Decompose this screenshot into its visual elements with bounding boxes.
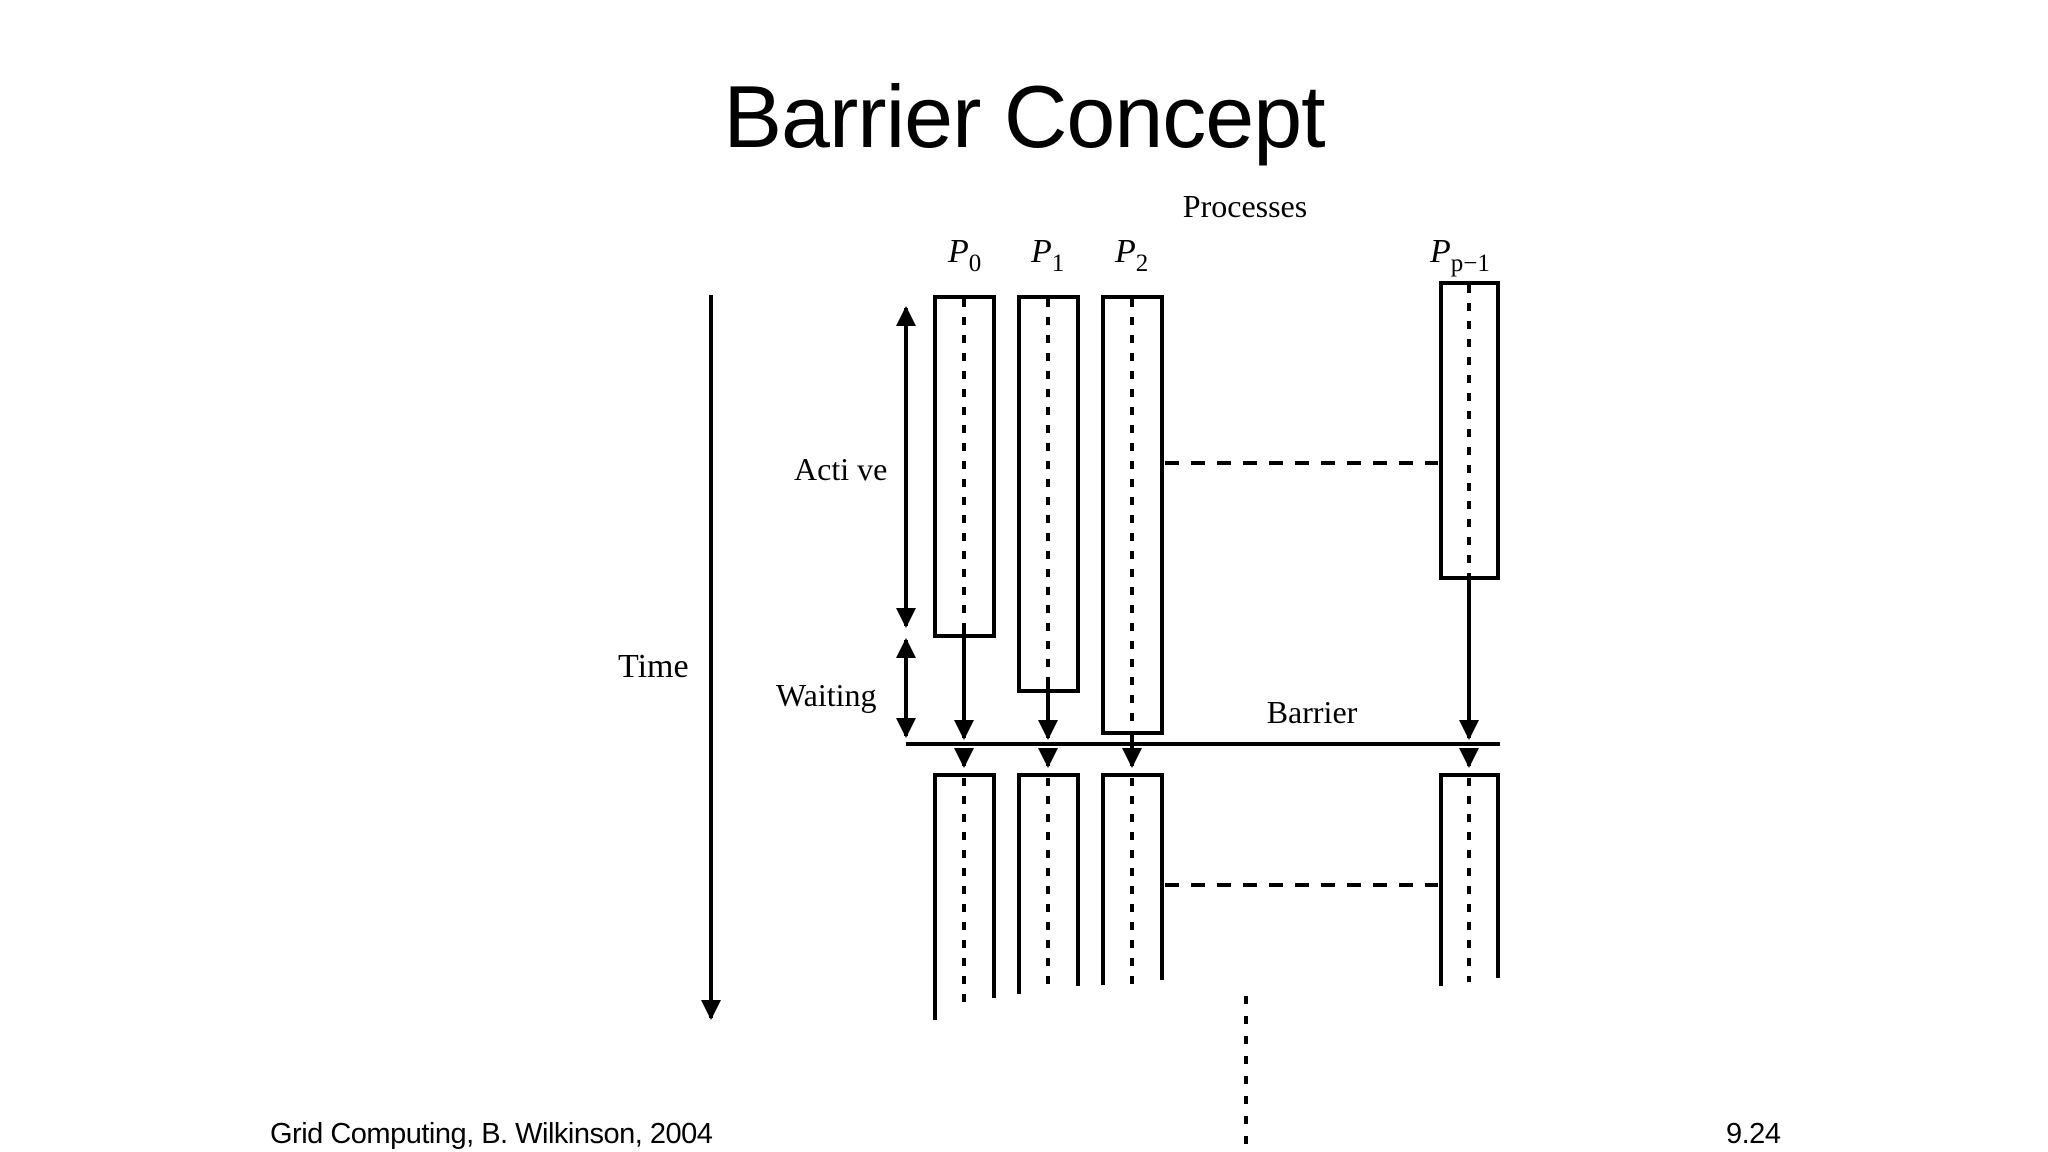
slide-title: Barrier Concept bbox=[723, 67, 1325, 166]
footer-source: Grid Computing, B. Wilkinson, 2004 bbox=[270, 1118, 713, 1150]
waiting-label: Waiting bbox=[776, 677, 877, 713]
process-label-p0: P0 bbox=[947, 233, 981, 277]
process-label-p0-base: P bbox=[947, 233, 969, 270]
process-label-pp-1-base: P bbox=[1429, 233, 1451, 270]
process-label-pp-1: Pp−1 bbox=[1429, 233, 1490, 277]
process-label-p2-sub: 2 bbox=[1136, 250, 1149, 277]
page-number: 9.24 bbox=[1726, 1118, 1781, 1150]
process-box-p1-after bbox=[1017, 773, 1080, 994]
process-label-p1-base: P bbox=[1030, 233, 1052, 270]
process-box-p2-after bbox=[1101, 773, 1164, 985]
barrier-label: Barrier bbox=[1267, 694, 1358, 730]
active-label: Acti ve bbox=[794, 451, 887, 487]
process-label-pp-1-sub: p−1 bbox=[1451, 250, 1490, 277]
process-box-pp-1-after bbox=[1439, 773, 1500, 986]
processes-label: Processes bbox=[1183, 188, 1307, 224]
process-box-p0-after bbox=[933, 773, 996, 1020]
process-label-p2-base: P bbox=[1114, 233, 1136, 270]
process-label-p1-sub: 1 bbox=[1052, 250, 1065, 277]
time-label: Time bbox=[618, 648, 689, 685]
process-label-p0-sub: 0 bbox=[969, 250, 982, 277]
process-label-p2: P2 bbox=[1114, 233, 1148, 277]
process-label-p1: P1 bbox=[1030, 233, 1064, 277]
